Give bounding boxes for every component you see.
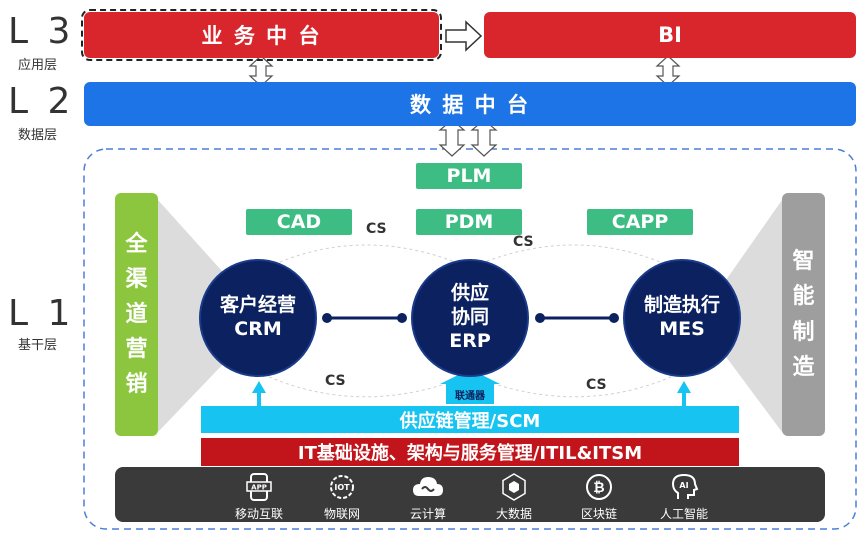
cs-label: CS (513, 234, 534, 250)
connector-label: 联通器 (455, 391, 485, 402)
technology-bar (115, 467, 825, 522)
omnichannel-char: 渠 (125, 266, 148, 292)
l1-dashed-frame (83, 148, 857, 530)
scm-bar: 供应链管理/SCM (201, 406, 739, 433)
smart-manufacturing-panel: 智 能 制 造 (782, 193, 825, 436)
smart-manufacturing-char: 制 (792, 319, 815, 345)
tech-label: 云计算 (409, 507, 446, 521)
level-2-name: 数据层 (18, 128, 58, 143)
omnichannel-char: 全 (125, 231, 148, 257)
omnichannel-char: 销 (125, 372, 148, 398)
iot-icon: IOT (330, 475, 354, 499)
mes-title: 制造执行 (643, 294, 720, 317)
svg-text:₿: ₿ (593, 480, 604, 496)
level-3-number: L 3 (8, 11, 75, 52)
tech-mobile: APP 移动互联 (219, 472, 299, 522)
arc-bottom-right (469, 371, 683, 398)
erp-code: ERP (449, 329, 491, 352)
svg-text:IOT: IOT (334, 483, 350, 492)
capp-box: CAPP (587, 209, 693, 235)
tech-blockchain: ₿ 区块链 (559, 472, 639, 522)
big-data-icon (502, 473, 526, 501)
arrow-data-plm-left (438, 119, 466, 157)
business-platform-bar: 业 务 中 台 (81, 9, 442, 61)
right-funnel (712, 200, 782, 432)
bi-bar: BI (484, 12, 856, 58)
tech-label: 物联网 (323, 507, 360, 521)
level-1-name: 基干层 (18, 338, 58, 353)
smart-manufacturing-char: 造 (792, 354, 815, 380)
mes-code: MES (659, 318, 705, 340)
level-1-number: L 1 (8, 293, 75, 334)
tech-label: 移动互联 (234, 507, 283, 521)
plm-box: PLM (416, 163, 522, 189)
tech-ai: AI 人工智能 (644, 472, 724, 522)
erp-title-2: 协同 (450, 306, 489, 329)
cad-box: CAD (246, 209, 352, 235)
crm-circle: 客户经营 CRM (199, 259, 317, 377)
arrow-data-plm-right (470, 119, 498, 157)
pdm-box: PDM (416, 209, 522, 235)
app-icon: APP (246, 473, 272, 501)
mes-circle: 制造执行 MES (623, 259, 741, 377)
crm-title: 客户经营 (219, 294, 296, 317)
l3-right-arrow (445, 20, 483, 52)
cs-label: CS (586, 377, 607, 393)
svg-text:APP: APP (251, 484, 267, 492)
smart-manufacturing-char: 智 (792, 249, 815, 275)
tech-label: 区块链 (580, 507, 617, 521)
level-3-name: 应用层 (18, 58, 58, 73)
level-2-number: L 2 (8, 81, 75, 122)
scm-up-arrow-left (252, 381, 266, 406)
blockchain-icon: ₿ (586, 474, 612, 500)
connector-arrow (440, 369, 500, 404)
omnichannel-char: 营 (125, 337, 148, 363)
cs-label: CS (325, 373, 346, 389)
erp-title-1: 供应 (450, 282, 489, 305)
svg-text:AI: AI (679, 481, 688, 490)
omnichannel-char: 道 (125, 301, 148, 327)
smart-manufacturing-char: 能 (792, 284, 815, 310)
tech-label: 大数据 (495, 507, 532, 521)
omnichannel-panel: 全 渠 道 营 销 (115, 193, 158, 436)
tech-cloud: 云计算 (388, 472, 468, 522)
cloud-icon (413, 477, 443, 496)
data-platform-bar: 数 据 中 台 (84, 82, 856, 126)
scm-up-arrow-right (677, 381, 691, 406)
itil-bar: IT基础设施、架构与服务管理/ITIL&ITSM (201, 438, 739, 466)
erp-circle: 供应 协同 ERP (411, 259, 529, 377)
arc-bottom-left (257, 371, 471, 398)
ai-icon: AI (671, 473, 699, 499)
cs-label: CS (366, 221, 387, 237)
tech-label: 人工智能 (659, 507, 708, 521)
crm-code: CRM (234, 318, 282, 340)
tech-big-data: 大数据 (474, 472, 554, 522)
arc-top-left (257, 244, 471, 273)
tech-iot: IOT 物联网 (302, 472, 382, 522)
